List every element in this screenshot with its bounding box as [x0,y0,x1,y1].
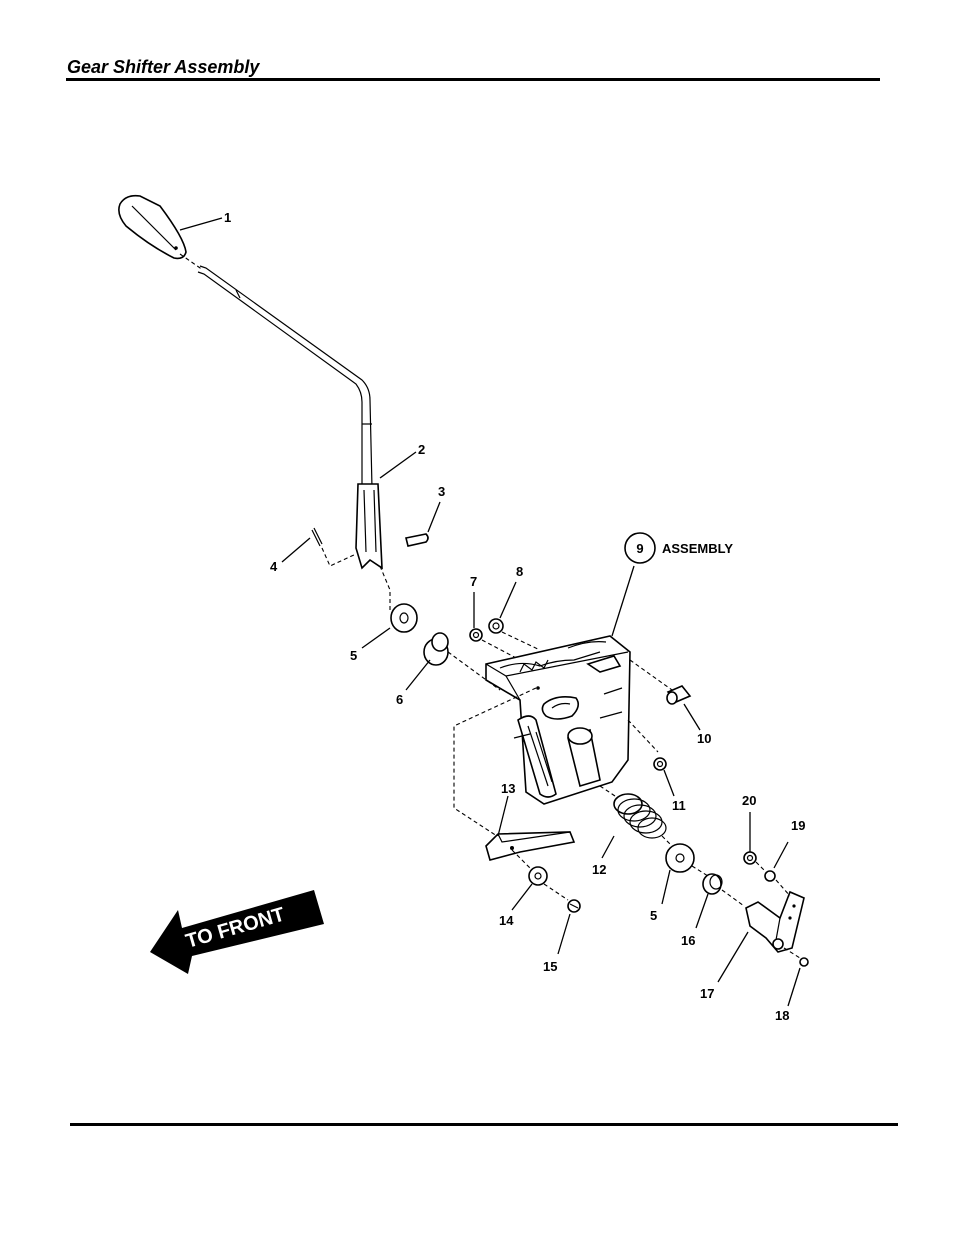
callout-1: 1 [224,210,231,225]
shift-lever-part [197,265,383,570]
shift-arm-part [745,890,805,953]
callout-20: 20 [742,793,756,808]
bracket-part [485,831,576,861]
spring-part [613,793,667,839]
callout-5-upper: 5 [350,648,357,663]
assembly-callout: 9 ASSEMBLY [624,532,733,564]
callout-17: 17 [700,986,714,1001]
footer-rule [70,1123,898,1126]
callout-11: 11 [672,798,686,813]
callout-3: 3 [438,484,445,499]
callout-7: 7 [470,574,477,589]
to-front-arrow: TO FRONT [150,890,324,974]
bolt-part [488,618,504,634]
washer-part-upper [390,603,418,633]
callout-19: 19 [791,818,805,833]
callout-leaders [179,217,801,1007]
callout-6: 6 [396,692,403,707]
nut-part-18 [799,957,809,967]
page-title: Gear Shifter Assembly [67,57,260,77]
spacer-part [666,685,692,705]
assembly-callout-number: 9 [636,541,643,556]
nut-part-11 [653,757,667,771]
washer-part-19 [764,870,776,882]
bolt-part-15 [567,899,581,913]
washer-part-14 [528,866,548,886]
bushing-part [423,632,449,666]
callout-10: 10 [697,731,711,746]
clevis-pin-part [405,533,429,547]
assembly-callout-label: ASSEMBLY [662,541,733,556]
nut-part-20 [743,851,757,865]
washer-part-lower [665,843,695,873]
callout-15: 15 [543,959,557,974]
header-rule [66,78,880,81]
callout-14: 14 [499,913,514,928]
shift-knob-part [118,194,187,260]
callout-8: 8 [516,564,523,579]
callout-5-lower: 5 [650,908,657,923]
callout-4: 4 [270,559,278,574]
callout-18: 18 [775,1008,789,1023]
callout-13: 13 [501,781,515,796]
cotter-pin-part [311,527,323,547]
shifter-plate-assembly [485,635,631,805]
callout-12: 12 [592,862,606,877]
bushing-part-16 [702,873,723,895]
callout-16: 16 [681,933,695,948]
callout-2: 2 [418,442,425,457]
nut-part [469,628,483,642]
